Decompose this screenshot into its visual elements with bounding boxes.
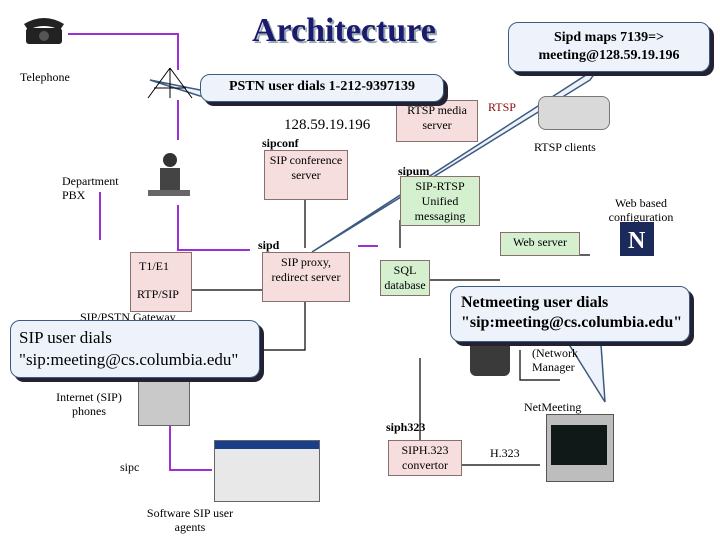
page-title: Architecture (252, 12, 436, 49)
sip-phone-icon (138, 380, 190, 426)
callout-sip-dial: SIP user dials "sip:meeting@cs.columbia.… (10, 320, 260, 378)
rtsp-client-device-icon (538, 96, 610, 130)
sipum-label: sipum (398, 164, 430, 178)
sip-rtsp-unified-messaging: SIP-RTSP Unified messaging (400, 176, 480, 226)
rtsp-label: RTSP (488, 100, 516, 114)
internet-phones-label: Internet (SIP) phones (56, 390, 122, 418)
sipconf-label: sipconf (262, 136, 299, 150)
callout-pstn-dial-text: PSTN user dials 1-212-9397139 (228, 79, 416, 94)
department-pbx-label: Department PBX (62, 174, 119, 202)
svg-text:N: N (628, 228, 646, 254)
sip-h323-convertor: SIPH.323 convertor (388, 440, 462, 476)
sip-pstn-gateway-box: T1/E1 RTP/SIP (130, 252, 192, 312)
sip-conference-server: SIP conference server (264, 150, 348, 200)
t1e1-label: T1/E1 (139, 259, 169, 273)
callout-pstn-dial: PSTN user dials 1-212-9397139 (200, 74, 444, 102)
sipc-label: sipc (120, 460, 140, 474)
link-netmeeting (519, 350, 560, 381)
callout-sip-dial-text: SIP user dials "sip:meeting@cs.columbia.… (19, 328, 239, 369)
rtsp-clients-label: RTSP clients (534, 140, 596, 154)
link-proxy-down (260, 300, 306, 351)
sip-proxy-redirect-server: SIP proxy, redirect server (262, 252, 350, 302)
web-config-label: Web based configuration (608, 196, 674, 224)
rtp-sip-label: RTP/SIP (137, 287, 179, 301)
netscape-icon: N (620, 222, 654, 256)
callout-sipd-maps: Sipd maps 7139=> meeting@128.59.19.196 (508, 22, 710, 72)
network-manager-label: (Network Manager (532, 346, 578, 374)
h323-label: H.323 (490, 446, 520, 460)
rtsp-media-server: RTSP media server (396, 100, 478, 142)
sql-database: SQL database (380, 260, 430, 296)
telephone-label: Telephone (20, 70, 70, 84)
siph323-label: siph323 (386, 420, 426, 434)
web-server-box: Web server (500, 232, 580, 256)
link-telephone-pbx (68, 33, 179, 70)
sipc-window-icon (214, 440, 320, 502)
netmeeting-label: NetMeeting (524, 400, 582, 414)
software-agents-label: Software SIP user agents (146, 506, 234, 534)
sipd-label: sipd (258, 238, 280, 252)
callout-netmeeting-dial: Netmeeting user dials "sip:meeting@cs.co… (450, 286, 690, 342)
netmeeting-window-icon (546, 414, 614, 482)
pbx-tower-icon (140, 66, 200, 100)
callout-sipd-maps-text: Sipd maps 7139=> meeting@128.59.19.196 (538, 30, 680, 63)
server-ip: 128.59.19.196 (284, 117, 371, 133)
link-pbx-dept (177, 205, 250, 251)
telephone-icon (22, 14, 66, 46)
callout-netmeeting-dial-text: Netmeeting user dials "sip:meeting@cs.co… (461, 294, 683, 331)
callout-pointer-sipd (311, 65, 601, 253)
network-manager-icon (470, 340, 510, 376)
pbx-person-icon (148, 150, 190, 202)
